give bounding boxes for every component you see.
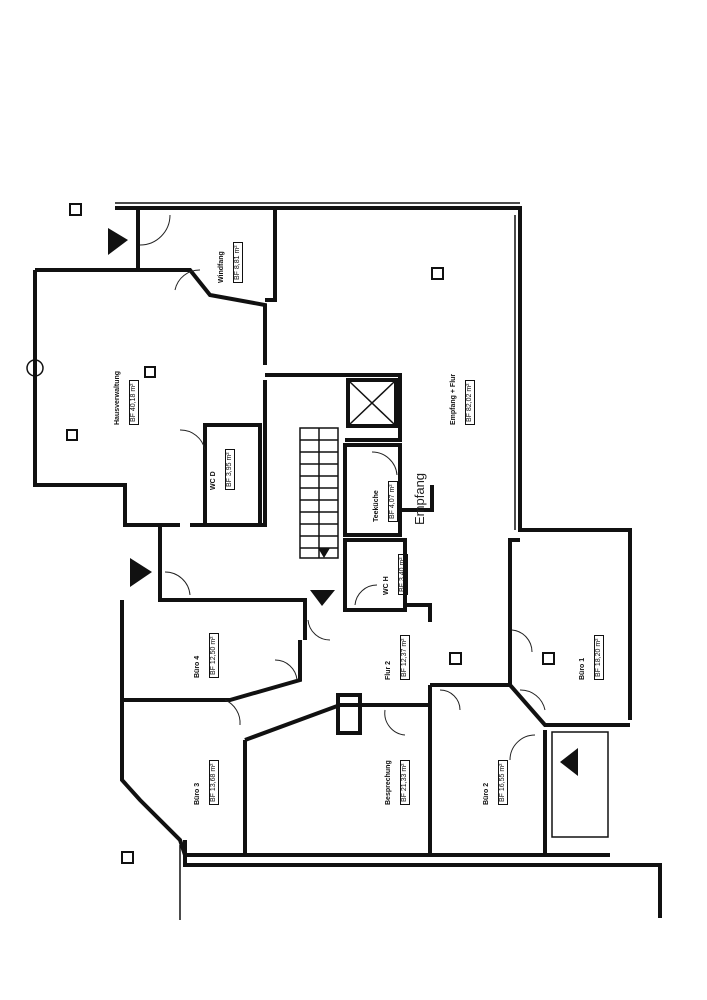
entrance-arrow-icon bbox=[318, 548, 330, 558]
columns bbox=[66, 203, 555, 864]
entrance-arrow-icon bbox=[310, 590, 335, 606]
entrance-arrow-icon bbox=[560, 748, 578, 776]
entrance-arrow-icon bbox=[108, 228, 128, 255]
doors bbox=[139, 214, 546, 761]
stairs bbox=[300, 428, 338, 558]
walls bbox=[33, 202, 662, 920]
empfang-desk-label: Empfang bbox=[412, 472, 427, 525]
entrance-arrow-icon bbox=[130, 558, 152, 587]
entrance-arrows bbox=[108, 228, 578, 776]
window-bay bbox=[26, 359, 44, 377]
